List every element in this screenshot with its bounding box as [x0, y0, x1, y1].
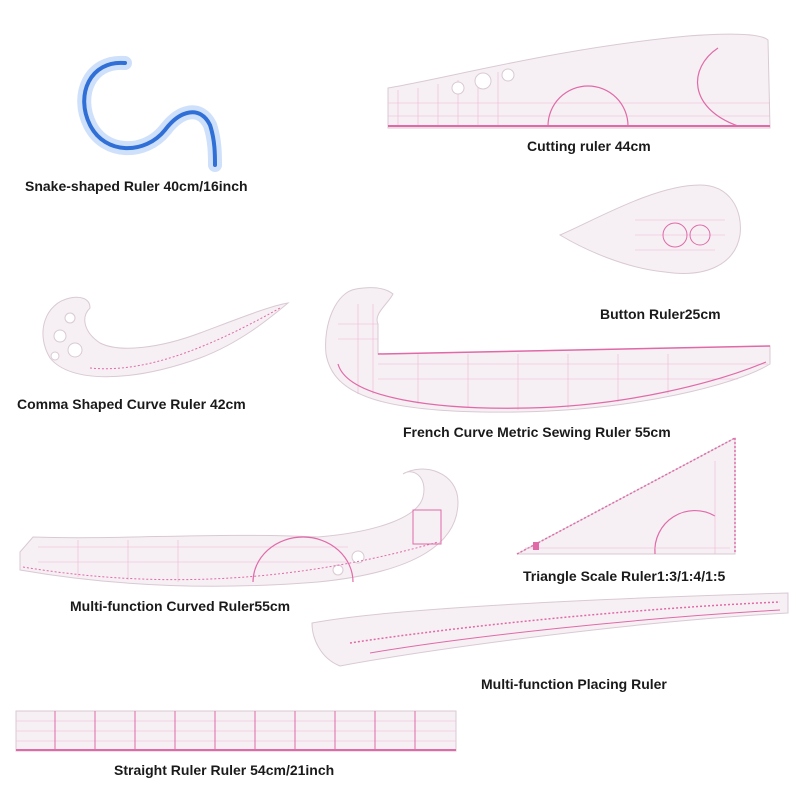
multi-function-curved-ruler-label: Multi-function Curved Ruler55cm — [70, 598, 291, 614]
snake-ruler-label: Snake-shaped Ruler 40cm/16inch — [25, 178, 248, 194]
cutting-ruler-image — [387, 33, 771, 129]
straight-ruler-image — [15, 710, 457, 752]
comma-ruler-label: Comma Shaped Curve Ruler 42cm — [17, 396, 246, 412]
button-ruler-image — [558, 184, 741, 274]
triangle-ruler-label: Triangle Scale Ruler1:3/1:4/1:5 — [523, 568, 726, 584]
multi-function-curved-ruler-image — [19, 468, 459, 587]
placing-ruler-label: Multi-function Placing Ruler — [481, 676, 667, 692]
french-curve-ruler-image — [325, 287, 771, 413]
button-ruler-label: Button Ruler25cm — [600, 306, 721, 322]
triangle-ruler-image — [516, 437, 736, 555]
cutting-ruler-label: Cutting ruler 44cm — [527, 138, 651, 154]
snake-ruler-image — [77, 55, 222, 172]
placing-ruler-image — [311, 592, 789, 667]
comma-ruler-image — [42, 296, 290, 378]
french-curve-ruler-label: French Curve Metric Sewing Ruler 55cm — [403, 424, 671, 440]
straight-ruler-label: Straight Ruler Ruler 54cm/21inch — [114, 762, 335, 778]
